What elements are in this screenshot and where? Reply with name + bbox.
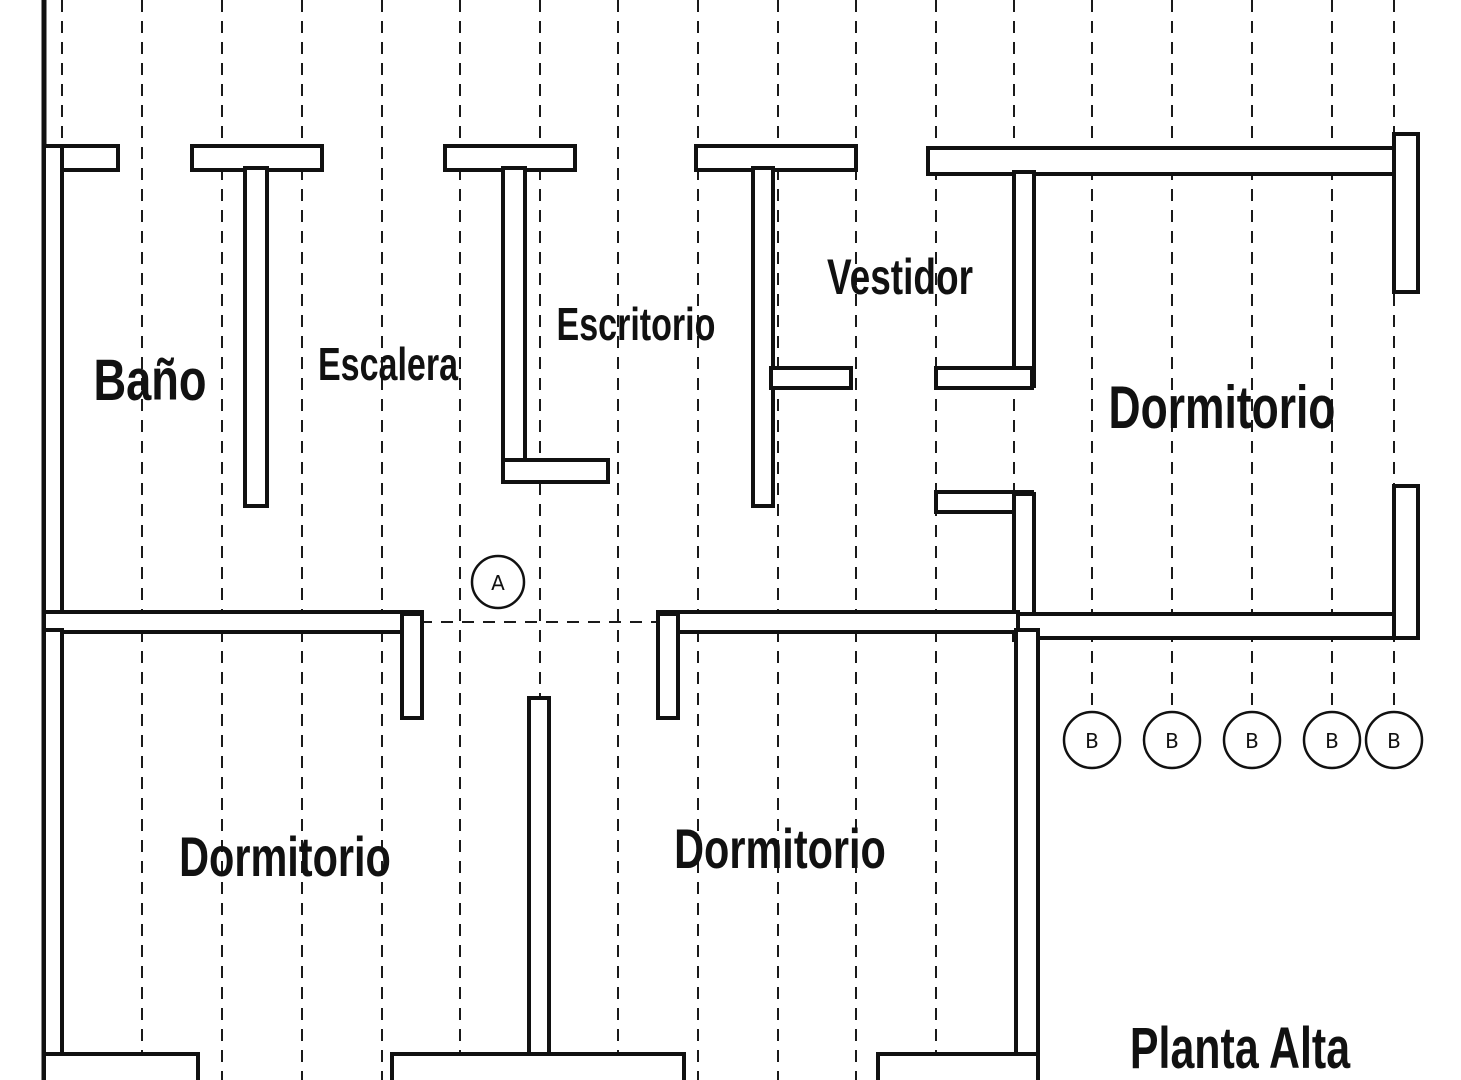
axis-marker-circle <box>1222 710 1282 770</box>
wall <box>243 166 269 508</box>
wall <box>656 610 1020 634</box>
wall <box>1012 170 1036 388</box>
axis-marker-a: A <box>470 554 526 610</box>
room-label-escalera: Escalera <box>318 338 458 390</box>
room-label-dormitorio-south: Dormitorio <box>674 818 886 881</box>
wall <box>926 146 1398 176</box>
plan-title: Planta Alta <box>1130 1016 1351 1080</box>
wall <box>501 166 527 482</box>
wall <box>1012 612 1420 640</box>
room-label-dormitorio-southwest: Dormitorio <box>179 826 391 889</box>
wall <box>876 1052 1040 1080</box>
wall <box>42 1052 200 1080</box>
wall <box>390 1052 686 1080</box>
axis-marker-label: B <box>1085 729 1099 753</box>
axis-marker-label: A <box>491 571 505 595</box>
axis-marker-b-1: B <box>1062 710 1122 770</box>
wall <box>656 612 680 720</box>
axis-marker-circle <box>1302 710 1362 770</box>
wall <box>751 166 775 508</box>
axis-marker-b-2: B <box>1142 710 1202 770</box>
axis-marker-label: B <box>1387 729 1401 753</box>
wall <box>694 144 858 172</box>
axis-marker-label: B <box>1165 729 1179 753</box>
axis-marker-circle <box>470 554 526 610</box>
axis-marker-circle <box>1364 710 1424 770</box>
axis-marker-label: B <box>1325 729 1339 753</box>
wall <box>42 628 64 1080</box>
wall <box>42 144 64 618</box>
axis-marker-b-3: B <box>1222 710 1282 770</box>
axis-marker-circle <box>1142 710 1202 770</box>
room-label-vestidor: Vestidor <box>827 250 973 306</box>
wall <box>1392 484 1420 640</box>
wall <box>934 366 1034 390</box>
wall <box>42 610 424 634</box>
axis-marker-label: B <box>1245 729 1259 753</box>
wall <box>1014 628 1040 1080</box>
wall <box>443 144 577 172</box>
walls <box>42 132 1420 1080</box>
room-label-escritorio: Escritorio <box>557 298 716 350</box>
axis-marker-circle <box>1062 710 1122 770</box>
wall <box>501 458 610 484</box>
axis-marker-b-4: B <box>1302 710 1362 770</box>
room-label-dormitorio-east: Dormitorio <box>1109 375 1336 442</box>
wall <box>400 612 424 720</box>
room-label-bano: Baño <box>93 349 206 414</box>
wall <box>1392 132 1420 294</box>
room-labels: Baño Escalera Escritorio Vestidor Dormit… <box>93 250 1350 1080</box>
structural-grid <box>61 0 1395 1080</box>
wall <box>769 366 853 390</box>
wall <box>527 696 551 1062</box>
axis-marker-b-5: B <box>1364 710 1424 770</box>
